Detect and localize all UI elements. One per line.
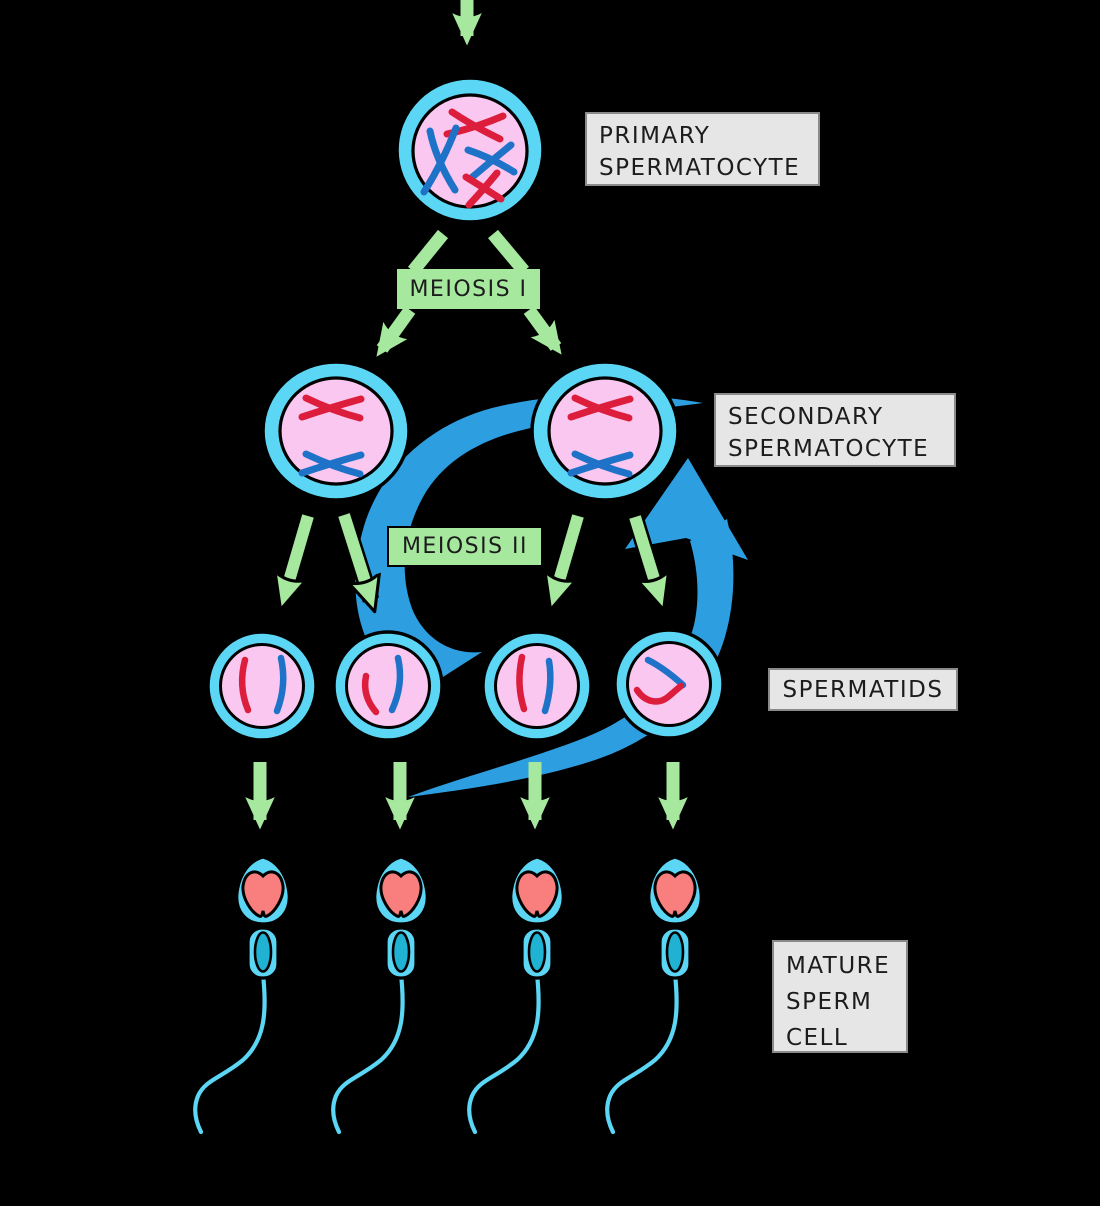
chromosome-blue: [541, 657, 554, 715]
arrows-meiosis2: [284, 512, 660, 600]
arrow-meiosis2-1: [284, 514, 314, 598]
spermatid-4: [613, 628, 725, 740]
arrow-meiosis1-right: [523, 306, 562, 355]
flow-arrows: [245, 0, 688, 830]
chromosome-blue: [420, 124, 460, 196]
secondary-spermatocyte-right: [532, 362, 678, 500]
label-primary-spermatocyte: PRIMARY SPERMATOCYTE: [585, 112, 820, 186]
chromosome-blue: [273, 654, 287, 715]
primary-spermatocyte: [395, 76, 545, 224]
label-line: SECONDARY: [728, 404, 884, 430]
chromosome-red: [516, 653, 528, 713]
spermatids-row: [206, 628, 725, 742]
divider-bar-left: [407, 229, 449, 276]
divider-bar-right: [488, 229, 529, 276]
chromosome-red: [361, 672, 380, 716]
mature-sperm-2: [333, 857, 427, 1132]
chromosome-red: [465, 169, 501, 209]
mature-sperm-1: [195, 857, 289, 1132]
spermatid-3: [481, 630, 593, 742]
spermatid-2: [332, 630, 444, 742]
arrow-meiosis2-3: [554, 514, 584, 598]
chromosome-red: [238, 656, 252, 714]
label-spermatids: SPERMATIDS: [768, 668, 958, 711]
mature-sperm-row: [195, 857, 701, 1132]
label-line: PRIMARY: [599, 123, 711, 149]
spermatid-1: [206, 630, 318, 742]
label-mature-sperm-cell: MATURE SPERM CELL: [772, 940, 908, 1053]
label-line: CELL: [786, 1025, 849, 1051]
chromosome-red: [633, 682, 685, 705]
label-line: SPERM: [786, 989, 873, 1015]
chromosome-red: [448, 108, 504, 143]
arrow-meiosis1-left: [376, 306, 416, 357]
chromosome-blue: [388, 654, 404, 714]
secondary-spermatocyte-left: [263, 362, 409, 500]
mature-sperm-4: [607, 857, 701, 1132]
cycle-arrowhead-icon: [625, 458, 748, 560]
arrow-meiosis2-2: [338, 513, 371, 600]
label-secondary-spermatocyte: SECONDARY SPERMATOCYTE: [714, 393, 956, 467]
mature-sperm-3: [469, 857, 563, 1132]
label-line: MATURE: [786, 953, 891, 979]
arrow-meiosis2-4: [629, 515, 660, 598]
arrows-differentiation: [245, 762, 688, 830]
chromosome-blue: [644, 656, 687, 689]
label-meiosis-1: MEIOSIS I: [397, 269, 540, 309]
label-line: SPERMATOCYTE: [599, 155, 801, 181]
cycle-arrow-upper-arc: [355, 394, 703, 691]
chromosome-blue: [466, 141, 515, 183]
label-meiosis-2: MEIOSIS II: [387, 526, 543, 567]
label-line: SPERMATOCYTE: [728, 436, 930, 462]
